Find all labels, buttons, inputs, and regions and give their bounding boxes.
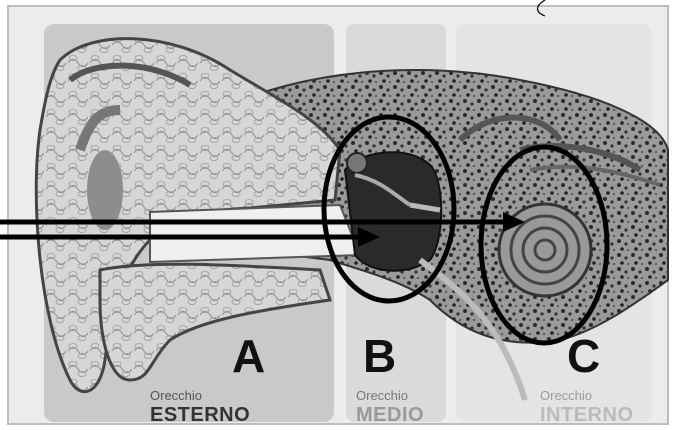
label-small-c: Orecchio (540, 388, 592, 403)
label-small-b: Orecchio (356, 388, 408, 403)
concha (87, 150, 123, 230)
section-letter-b: B (363, 330, 396, 382)
label-big-b: MEDIO (356, 404, 424, 426)
section-letter-c: C (567, 330, 600, 382)
malleus (347, 153, 367, 173)
label-small-a: Orecchio (150, 388, 202, 403)
label-big-a: ESTERNO (150, 404, 250, 426)
section-letter-a: A (232, 330, 265, 382)
label-big-c: INTERNO (540, 404, 634, 426)
